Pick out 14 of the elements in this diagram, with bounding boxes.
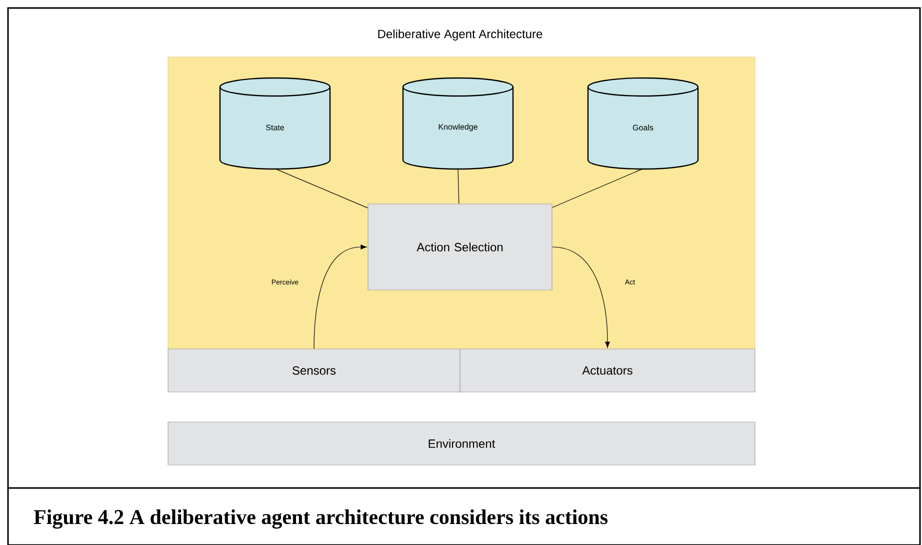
process-box: Action Selection	[368, 204, 552, 290]
layer-bar: Environment	[168, 422, 756, 466]
arrow	[552, 246, 610, 348]
database-cylinder: Goals	[587, 77, 699, 170]
diagram-title: Deliberative Agent Architecture	[378, 29, 542, 41]
database-cylinder: State	[219, 77, 331, 170]
arrow	[314, 244, 367, 349]
layer-bar: Actuators	[460, 348, 756, 392]
figure-caption: Figure 4.2 A deliberative agent architecture considers its actions	[34, 509, 608, 529]
database-cylinder: Knowledge	[402, 77, 514, 170]
connector-line	[274, 168, 368, 208]
layer-bar: Sensors	[168, 348, 460, 392]
connector-line	[458, 168, 460, 204]
connector-line	[552, 168, 644, 208]
